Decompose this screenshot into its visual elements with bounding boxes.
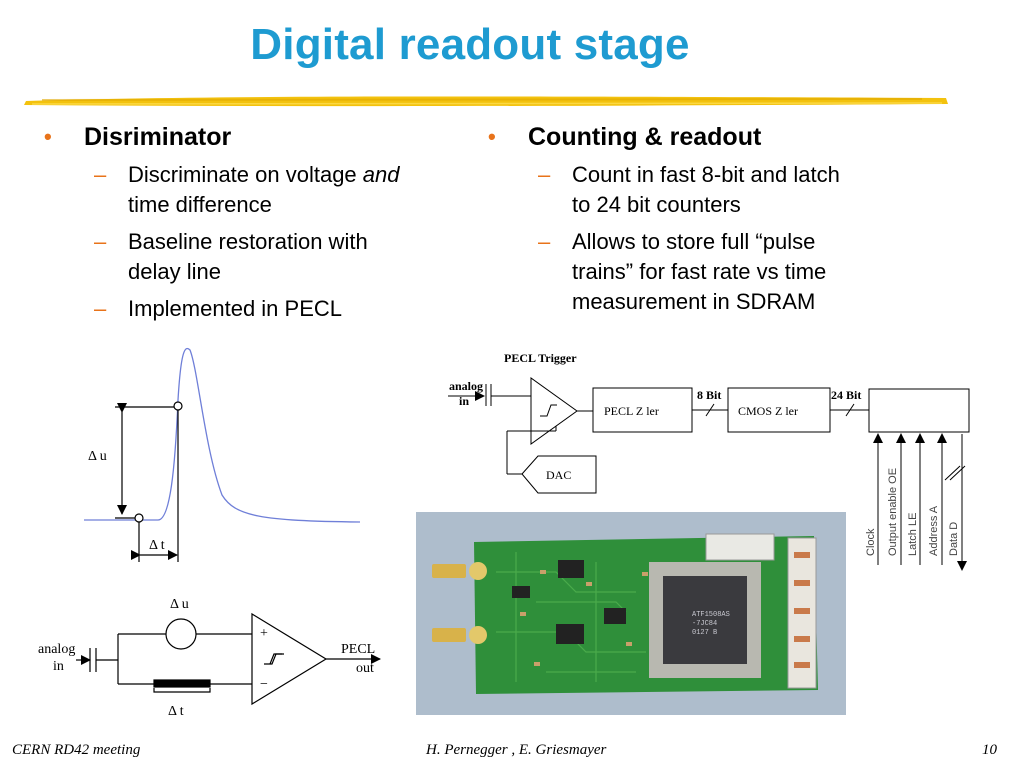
dash-marker: –: [94, 162, 107, 187]
bullet-dot: •: [44, 124, 52, 149]
signal-output-enable: Output enable OE: [887, 468, 899, 556]
pulse-diagram: Δ u Δ t: [84, 348, 361, 562]
pulse-delta-t: Δ t: [149, 538, 165, 553]
chip-marking-2: -7JC84: [692, 620, 717, 628]
right-item-1: – Count in fast 8-bit and latch to 24 bi…: [488, 160, 908, 220]
chip-marking-3: 0127 B: [692, 629, 717, 637]
signal-clock: Clock: [865, 528, 877, 556]
right-item-2-line2: trains” for fast rate vs time: [572, 259, 827, 284]
cmos-block-label: CMOS Z ler: [738, 404, 798, 418]
left-item-3: – Implemented in PECL: [44, 294, 464, 324]
signal-data: Data D: [948, 522, 960, 556]
block-input-label: analog: [449, 379, 483, 393]
pcb-photo: ATF1508AS -7JC84 0127 B: [416, 512, 846, 715]
trigger-label: PECL Trigger: [504, 351, 577, 365]
left-item-1-text: Discriminate on voltage: [128, 162, 363, 187]
pulse-curve: [84, 348, 361, 523]
circuit-delta-t: Δ t: [168, 704, 184, 719]
footer-center: H. Pernegger , E. Griesmayer: [426, 742, 607, 758]
left-item-1: – Discriminate on voltage and time diffe…: [44, 160, 464, 220]
dac-label: DAC: [546, 468, 571, 482]
pulse-delta-u: Δ u: [88, 449, 107, 464]
discriminator-circuit: Δ u Δ t analog in PECL out + −: [38, 597, 381, 719]
sdram-block: [868, 388, 970, 433]
signal-address: Address A: [928, 505, 940, 556]
circuit-input-label: analog: [38, 642, 75, 657]
right-item-1-line1: Count in fast 8-bit and latch: [572, 162, 840, 187]
right-column: • Counting & readout – Count in fast 8-b…: [488, 122, 908, 324]
opamp-plus: +: [260, 626, 268, 641]
circuit-output-label: PECL: [341, 642, 375, 657]
ribbon-connector: [705, 533, 775, 561]
bus-24bit-label: 24 Bit: [831, 388, 861, 402]
signal-latch: Latch LE: [907, 513, 919, 556]
dash-marker: –: [94, 296, 107, 321]
right-item-2-line3: measurement in SDRAM: [572, 289, 816, 314]
footer-left: CERN RD42 meeting: [12, 742, 141, 758]
right-item-1-line2: to 24 bit counters: [572, 192, 741, 217]
bullet-disriminator: • Disriminator: [44, 122, 464, 152]
dac-block: [521, 455, 597, 494]
block-diagram: PECL Trigger analog in PECL Z ler 8 Bit …: [448, 351, 970, 571]
circuit-input-label-2: in: [53, 659, 64, 674]
bus-8bit-label: 8 Bit: [697, 388, 721, 402]
circuit-delta-u: Δ u: [170, 597, 189, 612]
left-item-2: – Baseline restoration with delay line: [44, 227, 464, 287]
right-heading: Counting & readout: [528, 123, 762, 151]
opamp-minus: −: [260, 677, 268, 692]
slide-title: Digital readout stage: [250, 20, 690, 69]
title-underline: [24, 96, 948, 107]
left-column: • Disriminator – Discriminate on voltage…: [44, 122, 464, 331]
block-input-label-2: in: [459, 394, 469, 408]
left-item-2-line2: delay line: [128, 259, 221, 284]
chip-marking-1: ATF1508AS: [692, 611, 730, 619]
dash-marker: –: [94, 229, 107, 254]
left-item-3-line1: Implemented in PECL: [128, 296, 342, 321]
circuit-output-label-2: out: [356, 661, 374, 676]
right-item-2: – Allows to store full “pulse trains” fo…: [488, 227, 908, 317]
bullet-counting: • Counting & readout: [488, 122, 908, 152]
bullet-dot: •: [488, 124, 496, 149]
footer-page-number: 10: [982, 742, 997, 758]
left-item-2-line1: Baseline restoration with: [128, 229, 368, 254]
pecl-block-label: PECL Z ler: [604, 404, 659, 418]
left-item-1-line2: time difference: [128, 192, 272, 217]
dash-marker: –: [538, 229, 551, 254]
left-heading: Disriminator: [84, 123, 232, 151]
dash-marker: –: [538, 162, 551, 187]
fpga-chip: [663, 576, 747, 664]
right-item-2-line1: Allows to store full “pulse: [572, 229, 816, 254]
left-item-1-italic: and: [362, 162, 400, 187]
